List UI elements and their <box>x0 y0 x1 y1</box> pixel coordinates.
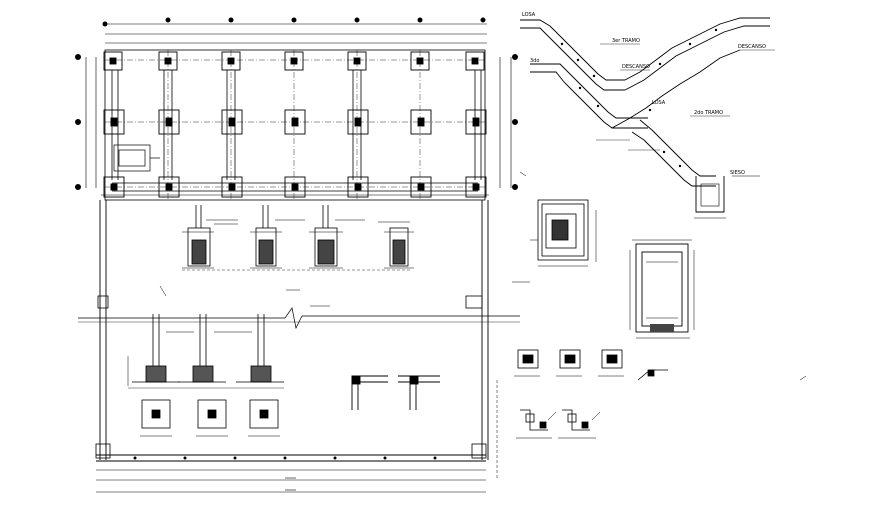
footing-sections <box>182 205 414 271</box>
misc-annotations <box>159 171 807 381</box>
lower-plan-outline <box>78 200 520 493</box>
left-grid-bubbles <box>75 54 81 190</box>
right-grid-bubbles <box>512 54 518 190</box>
footing-plan-details <box>140 399 280 437</box>
column-elevations <box>127 314 284 389</box>
footings <box>103 51 487 198</box>
label-3er-tramo: 3er TRAMO <box>612 38 640 44</box>
label-descanso-2: DESCANSO <box>622 64 650 70</box>
label-losa-2: LOSA <box>652 100 666 106</box>
beam-details <box>516 409 601 439</box>
stair-section <box>520 17 775 219</box>
bottom-ticks <box>133 456 437 460</box>
footing-section-2 <box>250 205 305 269</box>
stair-rebar-dots <box>560 28 718 168</box>
foundation-plan <box>75 17 518 201</box>
label-3do: 3do <box>530 58 539 64</box>
footing-section-4 <box>378 221 414 269</box>
stair-footing-block <box>113 144 160 172</box>
label-losa: LOSA <box>522 12 536 18</box>
stair-labels: LOSA 3er TRAMO DESCANSO DESCANSO LOSA 2d… <box>522 12 766 176</box>
beam-joint-details <box>351 375 440 410</box>
footing-section-3 <box>309 205 365 269</box>
cistern-detail <box>629 239 695 339</box>
tie-beams <box>111 70 482 192</box>
label-descanso-1: DESCANSO <box>738 44 766 50</box>
label-sieso: SIESO <box>730 170 745 176</box>
column-section-detail <box>512 199 597 283</box>
column-elevation-3 <box>236 314 284 383</box>
column-elevation-2 <box>178 314 226 383</box>
column-elevation-1 <box>127 314 180 386</box>
small-column-sections <box>514 349 668 381</box>
label-2do-tramo: 2do TRAMO <box>694 110 723 116</box>
footing-section-1 <box>182 205 238 269</box>
top-grid-bubbles <box>102 17 486 27</box>
